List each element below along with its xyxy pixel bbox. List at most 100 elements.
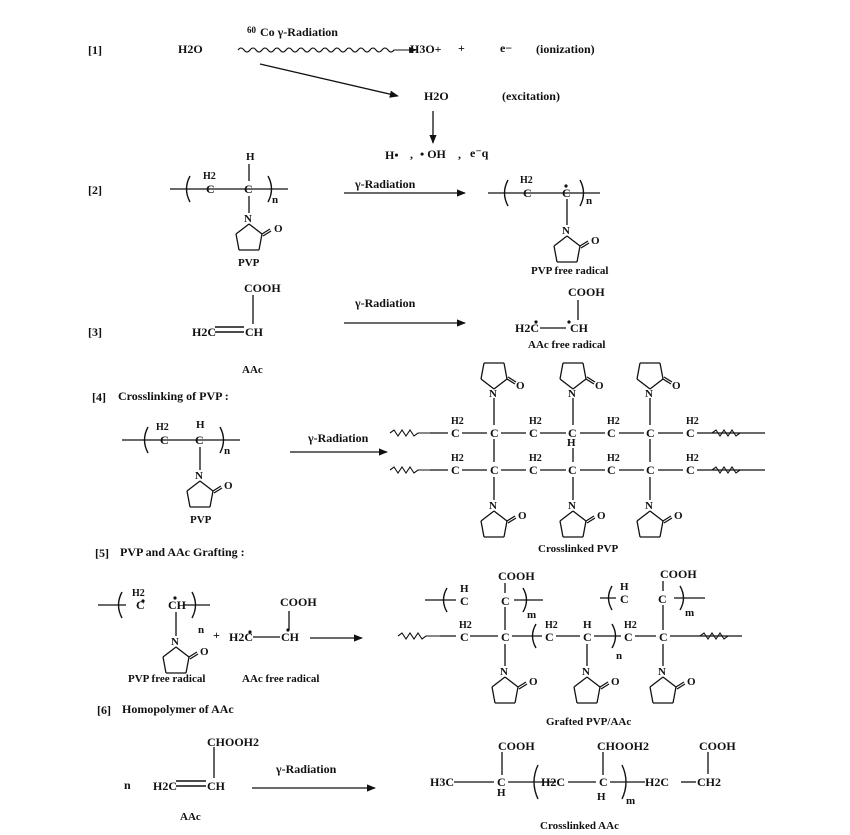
svg-text:O: O — [672, 380, 681, 392]
step-2: [2] H2 C H C n N O PVP γ-Radiation H2 C … — [88, 151, 608, 277]
svg-text:C: C — [529, 426, 538, 440]
svg-text:C: C — [568, 463, 577, 477]
svg-text:CH2: CH2 — [697, 775, 721, 789]
step-2-label: [2] — [88, 183, 102, 197]
svg-text:O: O — [687, 676, 696, 688]
plus-sign: + — [458, 41, 465, 55]
svg-text:C: C — [599, 775, 608, 789]
oh-radical: • OH — [420, 147, 447, 161]
svg-text:m: m — [527, 609, 536, 621]
step-3-label: [3] — [88, 325, 102, 339]
svg-text:N: N — [489, 500, 497, 512]
svg-text:C: C — [686, 463, 695, 477]
svg-text:H2: H2 — [686, 416, 699, 427]
svg-text:H2: H2 — [607, 453, 620, 464]
electron: e− — [500, 41, 512, 55]
svg-text:C: C — [501, 594, 510, 608]
pvp-free-radical-label: PVP free radical — [128, 673, 205, 685]
svg-text:m: m — [626, 795, 635, 807]
svg-text:C: C — [206, 182, 215, 196]
grafted-label: Grafted PVP/AAc — [546, 716, 631, 728]
svg-text:O: O — [200, 646, 209, 658]
gamma-radiation-label: γ-Radiation — [275, 762, 337, 776]
plus-sign: + — [213, 628, 220, 642]
svg-text:H2: H2 — [545, 620, 558, 631]
excitation-label: (excitation) — [502, 89, 560, 103]
svg-text:H2C: H2C — [192, 325, 216, 339]
svg-text:N: N — [171, 636, 179, 648]
step-5-title: PVP and AAc Grafting : — [120, 545, 245, 559]
svg-text:H2: H2 — [607, 416, 620, 427]
step-4-title: Crosslinking of PVP : — [118, 389, 229, 403]
svg-text:H2C: H2C — [645, 775, 669, 789]
hydrated-electron: e⁻q — [470, 146, 489, 160]
svg-text:O: O — [529, 676, 538, 688]
svg-text:C: C — [620, 592, 629, 606]
svg-text:CH: CH — [570, 321, 589, 335]
svg-text:n: n — [224, 445, 230, 457]
svg-text:CHOOH2: CHOOH2 — [597, 739, 649, 753]
comma-1: , — [410, 147, 413, 161]
svg-text:N: N — [195, 470, 203, 482]
svg-text:H2: H2 — [529, 453, 542, 464]
hydronium: H3O+ — [410, 42, 442, 56]
svg-text:H2: H2 — [520, 175, 533, 186]
comma-2: , — [458, 147, 461, 161]
svg-text:C: C — [160, 433, 169, 447]
gamma-radiation-label: γ-Radiation — [354, 177, 416, 191]
svg-text:H2: H2 — [459, 620, 472, 631]
svg-text:CH: CH — [281, 630, 300, 644]
monomer-count: n — [124, 778, 131, 792]
svg-text:COOH: COOH — [660, 567, 697, 581]
svg-text:C: C — [490, 463, 499, 477]
svg-text:N: N — [562, 225, 570, 237]
cobalt-mass: 60 — [247, 25, 257, 35]
svg-text:O: O — [595, 380, 604, 392]
step-6-label: [6] — [97, 703, 111, 717]
pvp-label: PVP — [238, 257, 260, 269]
svg-text:O: O — [674, 510, 683, 522]
svg-text:C: C — [562, 186, 571, 200]
svg-text:H2: H2 — [686, 453, 699, 464]
h-radical: H• — [385, 148, 399, 162]
svg-text:COOH: COOH — [498, 569, 535, 583]
svg-text:H2C: H2C — [153, 779, 177, 793]
svg-text:COOH: COOH — [280, 595, 317, 609]
svg-text:CHOOH2: CHOOH2 — [207, 735, 259, 749]
svg-text:n: n — [616, 650, 622, 662]
cobalt-radiation-label: Co γ-Radiation — [260, 25, 338, 39]
svg-text:N: N — [500, 666, 508, 678]
aac-free-radical-label: AAc free radical — [528, 339, 605, 351]
svg-text:C: C — [451, 426, 460, 440]
svg-text:H: H — [583, 619, 592, 631]
svg-text:H: H — [620, 581, 629, 593]
svg-text:H2: H2 — [451, 416, 464, 427]
excitation-arrow — [259, 63, 399, 98]
gamma-radiation-label: γ-Radiation — [354, 296, 416, 310]
svg-text:N: N — [645, 500, 653, 512]
svg-text:C: C — [195, 433, 204, 447]
svg-text:H: H — [567, 437, 576, 449]
svg-text:H2: H2 — [451, 453, 464, 464]
ionization-label: (ionization) — [536, 42, 595, 56]
svg-text:C: C — [545, 630, 554, 644]
svg-text:H2: H2 — [529, 416, 542, 427]
svg-text:O: O — [224, 480, 233, 492]
svg-text:m: m — [685, 607, 694, 619]
svg-text:C: C — [497, 775, 506, 789]
step-5-label: [5] — [95, 546, 109, 560]
svg-text:N: N — [568, 388, 576, 400]
pvp-label: PVP — [190, 514, 212, 526]
svg-text:C: C — [501, 630, 510, 644]
aac-label: AAc — [180, 811, 201, 823]
svg-text:C: C — [646, 426, 655, 440]
svg-text:O: O — [274, 223, 283, 235]
svg-text:COOH: COOH — [244, 281, 281, 295]
svg-text:COOH: COOH — [699, 739, 736, 753]
step-1-label: [1] — [88, 43, 102, 57]
gamma-radiation-label: γ-Radiation — [307, 431, 369, 445]
aac-free-radical-label: AAc free radical — [242, 673, 319, 685]
svg-text:O: O — [518, 510, 527, 522]
excited-water: H2O — [424, 89, 449, 103]
